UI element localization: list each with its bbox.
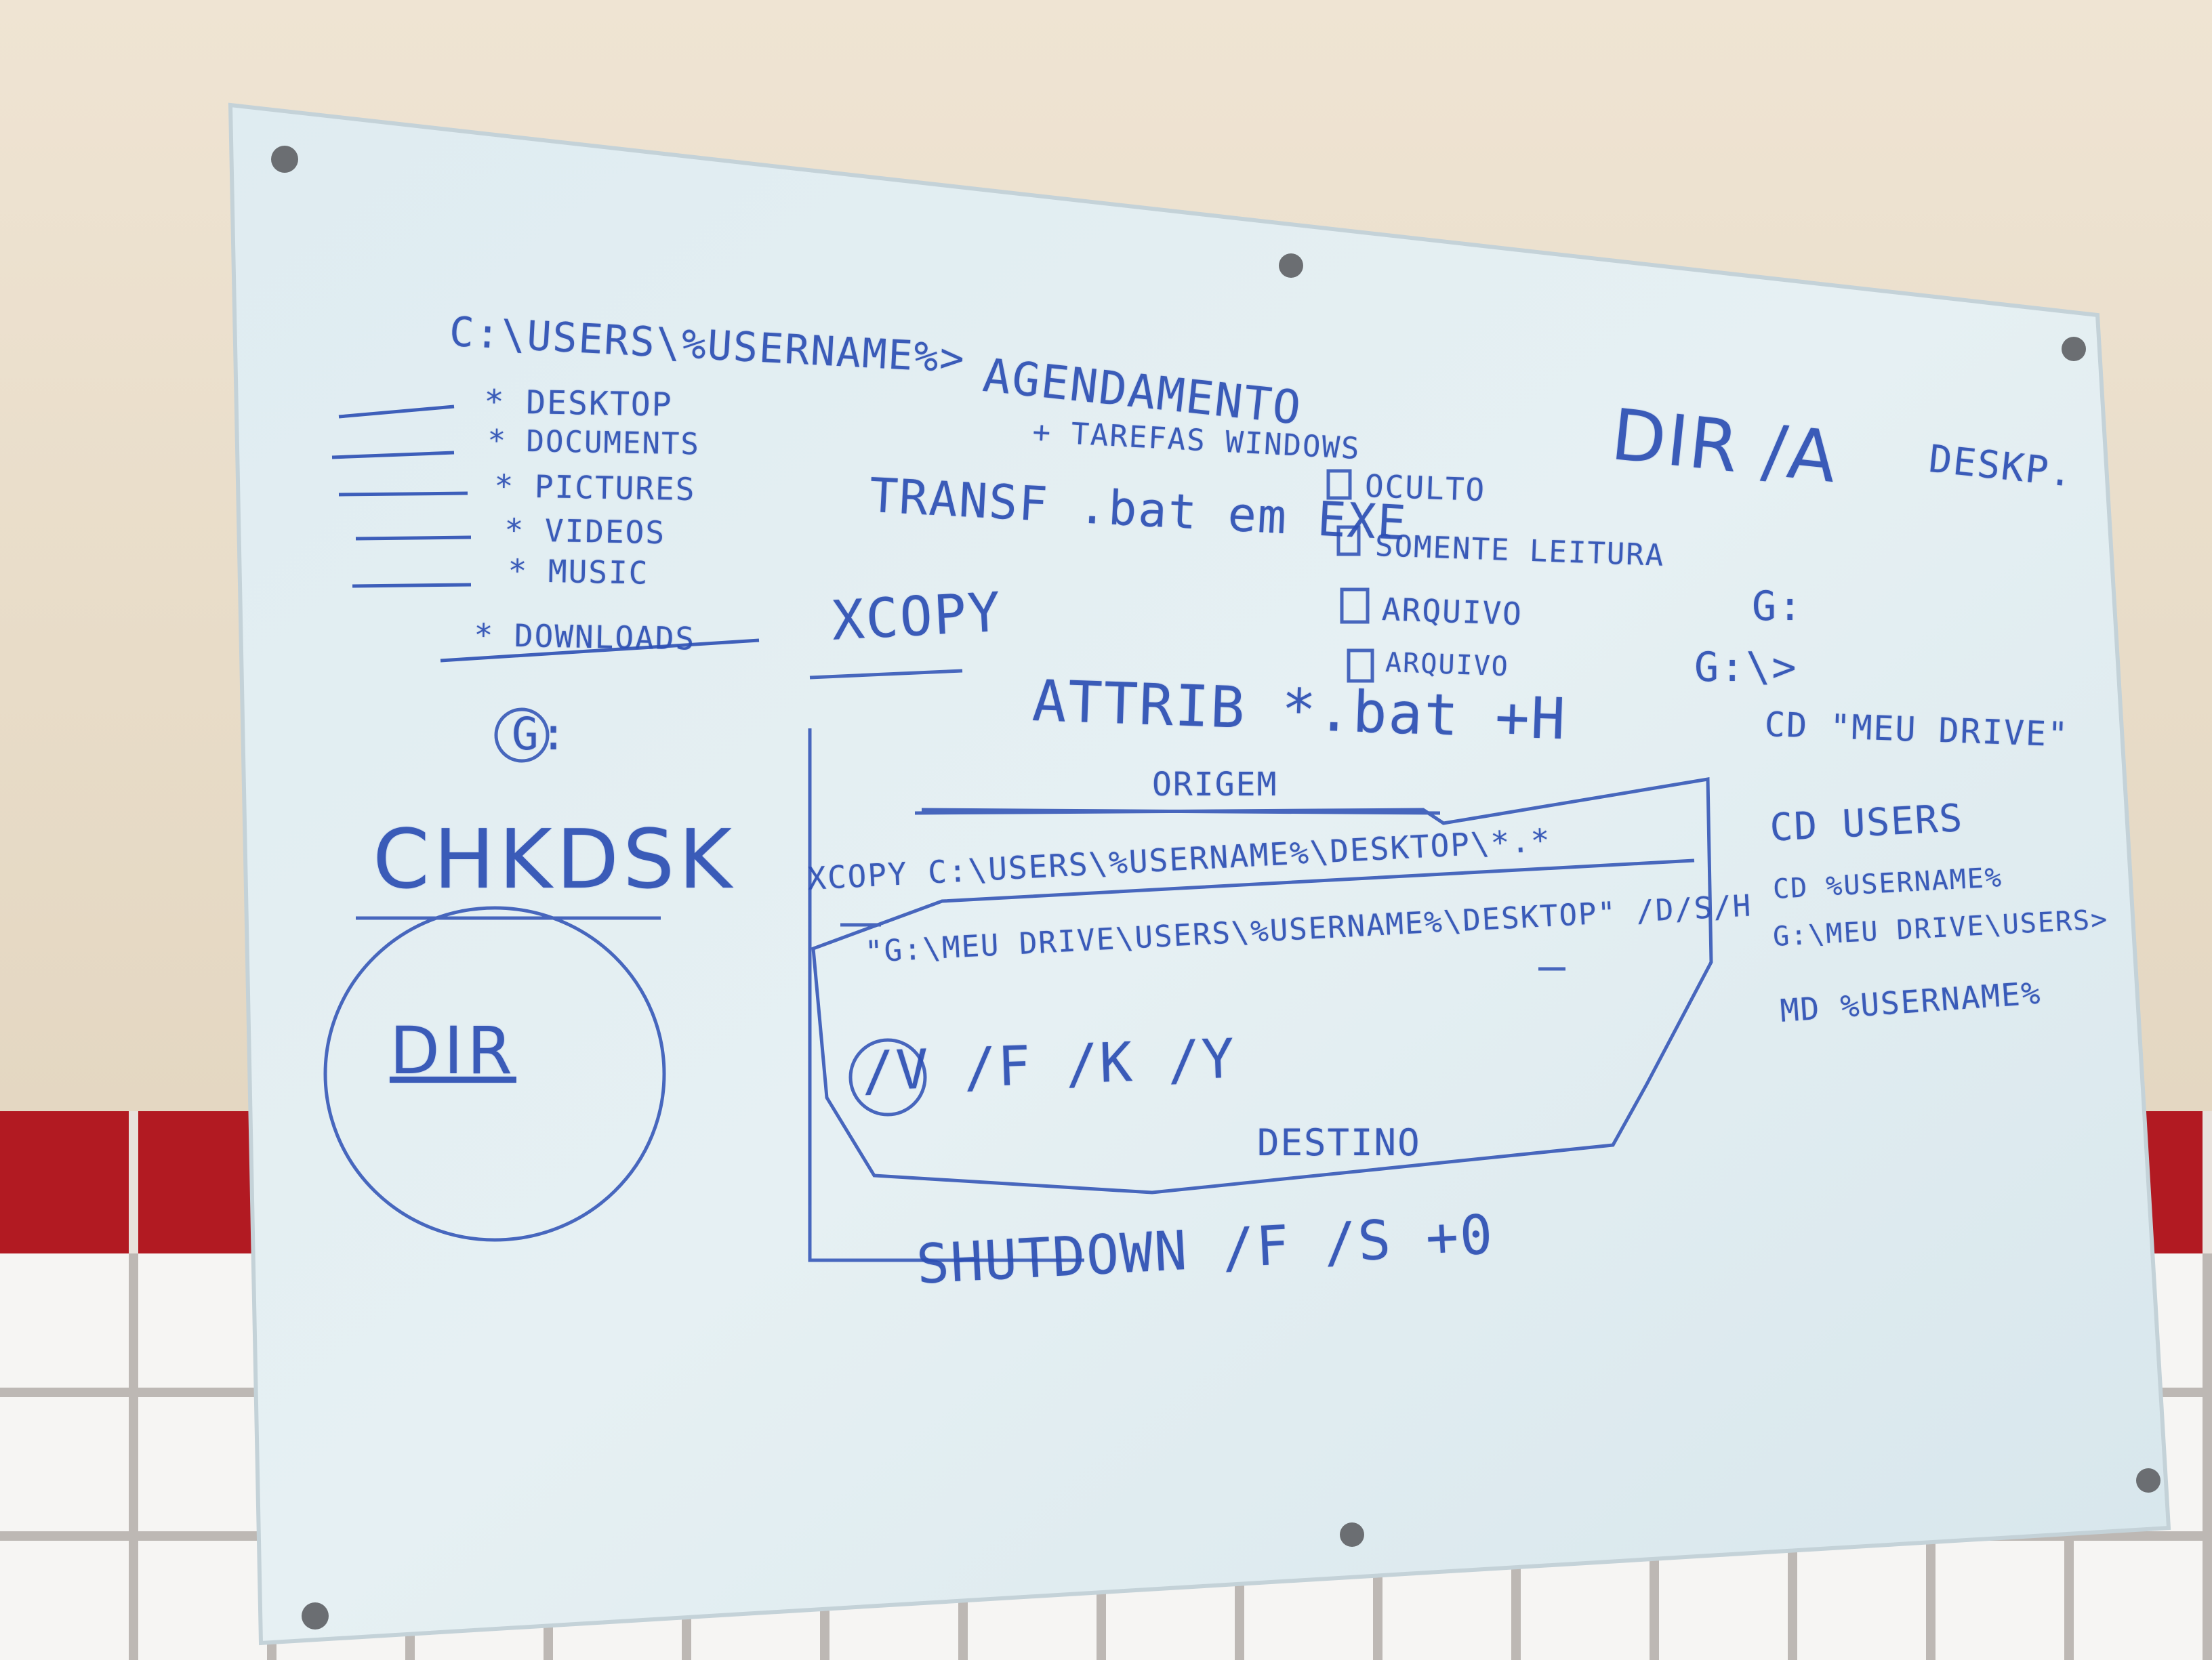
ink-shapes <box>323 469 1713 1262</box>
folder-item: * DESKTOP <box>484 383 674 424</box>
drive-letter: G: <box>512 708 569 760</box>
xcopy-flags: /V /F /K /Y <box>861 1026 1237 1103</box>
folder-item: * DOCUMENTS <box>487 423 701 462</box>
folder-item: * VIDEOS <box>504 512 666 552</box>
dir-label: DIR <box>390 1013 516 1089</box>
board-surface <box>228 102 2171 1646</box>
board-screw <box>2136 1468 2160 1493</box>
board-screw <box>1279 253 1303 278</box>
origem-label: ORIGEM <box>1152 766 1278 804</box>
folder-arrows <box>331 404 760 663</box>
destino-label: DESTINO <box>1257 1121 1421 1164</box>
checklist-item: OCULTO <box>1364 468 1487 509</box>
board-screw <box>1340 1522 1364 1547</box>
right-line: G:\> <box>1694 644 1798 691</box>
folder-item: * PICTURES <box>494 468 696 508</box>
folder-item: * DOWNLOADS <box>474 617 696 657</box>
board-screw <box>302 1602 329 1630</box>
folder-item: * MUSIC <box>508 552 649 592</box>
chkdsk-label: CHKDSK <box>373 813 736 907</box>
checklist-item: ARQUIVO <box>1381 591 1523 633</box>
board-screw <box>271 146 298 173</box>
right-line: G: <box>1752 583 1804 630</box>
xcopy-title: XCOPY <box>830 580 1004 652</box>
board-screw <box>2062 337 2086 361</box>
checklist-item: ARQUIVO <box>1385 647 1510 683</box>
